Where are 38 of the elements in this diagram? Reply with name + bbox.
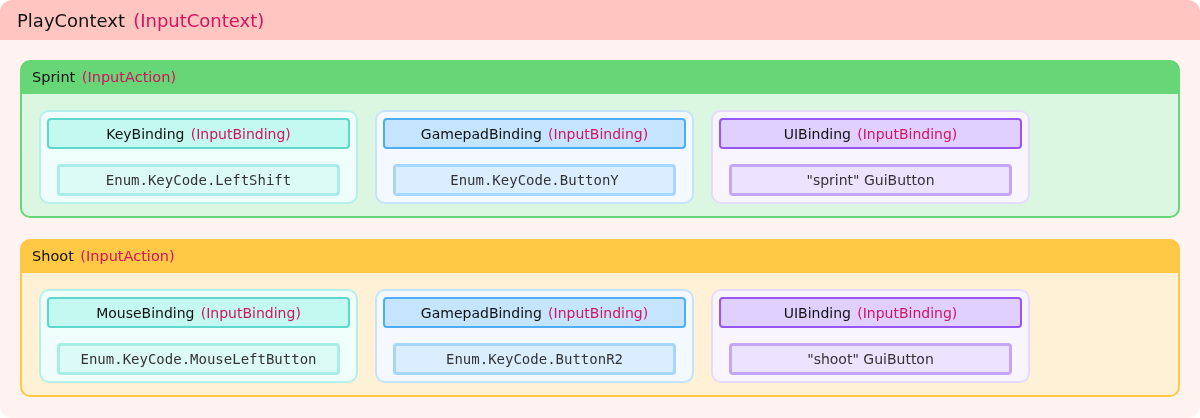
type-label: (InputBinding) <box>548 125 649 142</box>
action-title: Sprint <box>32 69 76 85</box>
binding-value: "shoot" GuiButton <box>729 343 1012 375</box>
type-label: (InputContext) <box>133 9 265 31</box>
binding-header <box>47 118 350 149</box>
type-label: (InputAction) <box>81 69 177 85</box>
binding-title: GamepadBinding <box>420 304 542 321</box>
binding-card <box>39 110 358 204</box>
type-label: (InputBinding) <box>548 304 649 321</box>
binding-value: "sprint" GuiButton <box>729 164 1012 196</box>
binding-title: UIBinding <box>783 304 851 321</box>
binding-card <box>39 289 358 383</box>
type-label: (InputBinding) <box>857 304 958 321</box>
binding-card <box>711 110 1030 204</box>
binding-title: UIBinding <box>783 125 851 142</box>
binding-title: MouseBinding <box>96 304 195 321</box>
binding-value: Enum.KeyCode.LeftShift <box>57 164 340 196</box>
action-panel <box>20 239 1180 397</box>
binding-header <box>719 118 1022 149</box>
binding-value: Enum.KeyCode.MouseLeftButton <box>57 343 340 375</box>
binding-title: KeyBinding <box>106 125 185 142</box>
binding-header <box>383 297 686 328</box>
type-label: (InputBinding) <box>857 125 958 142</box>
type-label: (InputBinding) <box>200 304 301 321</box>
action-panel <box>20 60 1180 218</box>
action-title: Shoot <box>32 248 74 264</box>
context-title: PlayContext <box>17 9 126 31</box>
binding-card <box>711 289 1030 383</box>
binding-card <box>375 110 694 204</box>
binding-card <box>375 289 694 383</box>
binding-header <box>719 297 1022 328</box>
binding-value: Enum.KeyCode.ButtonR2 <box>393 343 676 375</box>
binding-title: GamepadBinding <box>420 125 542 142</box>
binding-header <box>383 118 686 149</box>
type-label: (InputBinding) <box>190 125 291 142</box>
binding-value: Enum.KeyCode.ButtonY <box>393 164 676 196</box>
binding-header <box>47 297 350 328</box>
type-label: (InputAction) <box>80 248 175 264</box>
